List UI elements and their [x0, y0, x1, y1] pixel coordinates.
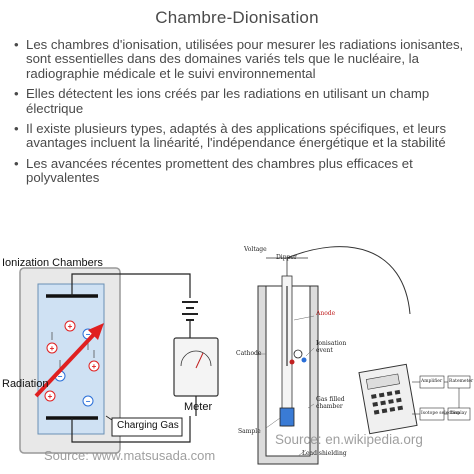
charging-gas-label: Charging Gas — [117, 420, 179, 431]
radiation-label: Radiation — [2, 378, 49, 390]
display-label: Display — [450, 411, 467, 416]
left-source-caption: Source: www.matsusada.com — [44, 448, 216, 463]
ionisation-event-label: Ionisation event — [316, 340, 347, 354]
bullet-item: Les chambres d'ionisation, utilisées pou… — [14, 37, 466, 81]
cathode-label: Cathode — [236, 350, 262, 357]
ionization-chamber-diagram: + − − + + − + Ionization Chambers Radiat… — [0, 246, 236, 474]
meter-label: Meter — [184, 401, 213, 413]
gas-label-box — [111, 417, 183, 437]
ratemeter-label: Ratemeter — [449, 379, 474, 384]
bullet-item: Il existe plusieurs types, adaptés à des… — [14, 121, 466, 151]
page-title: Chambre-Dionisation — [155, 8, 319, 27]
svg-text:−: − — [86, 330, 91, 339]
amplifier-label: Amplifier — [421, 379, 443, 384]
lead-shielding-label: Lead shielding — [302, 450, 347, 457]
right-source-caption: Source: en.wikipedia.org — [275, 432, 423, 447]
ionization-event-diagram: Voltage Dipper Anode Cathode Ionisation … — [236, 236, 474, 474]
svg-text:+: + — [48, 392, 53, 401]
ionization-chamber-illustration: + − − + + − + — [19, 267, 219, 454]
sample-label: Sample — [238, 428, 261, 435]
top-wire — [71, 273, 191, 298]
bullet-item: Les avancées récentes promettent des cha… — [14, 156, 466, 186]
svg-text:+: + — [68, 322, 73, 331]
sample — [279, 407, 295, 427]
svg-text:−: − — [86, 397, 91, 406]
dipper-label: Dipper — [276, 254, 297, 261]
bottom-wire — [71, 416, 191, 443]
svg-text:+: + — [92, 362, 97, 371]
ionization-chambers-label: Ionization Chambers — [2, 257, 103, 269]
bullet-list: Les chambres d'ionisation, utilisées pou… — [14, 37, 466, 192]
gas-filled-label: Gas filled chamber — [316, 396, 345, 410]
svg-text:−: − — [58, 372, 63, 381]
anode-label: Anode — [316, 310, 336, 317]
isotope-label: Isotope selection — [421, 411, 460, 416]
meter-needle — [195, 352, 204, 369]
svg-text:+: + — [50, 344, 55, 353]
chamber-schematic — [257, 246, 471, 465]
bullet-item: Elles détectent les ions créés par les r… — [14, 87, 466, 116]
radiation-arrow — [34, 328, 100, 398]
instrument-box — [358, 363, 418, 435]
voltage-label: Voltage — [244, 246, 267, 253]
